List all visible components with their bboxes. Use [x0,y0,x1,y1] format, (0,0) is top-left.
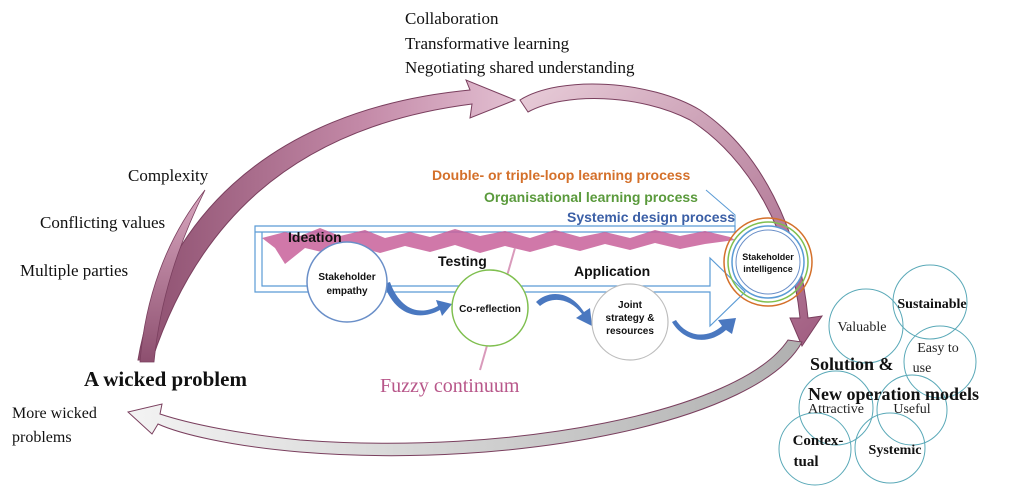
intelligence-line-1: Stakeholder [742,252,794,262]
empathy-line-1: Stakeholder [318,272,375,283]
fuzzy-continuum-label: Fuzzy continuum [380,375,520,397]
joint-line-3: resources [606,326,654,337]
left-label-multiple: Multiple parties [20,261,128,280]
quality-contextual-line-2: tual [793,454,818,470]
top-label-2: Transformative learning [405,34,570,53]
fuzzy-band [262,228,735,264]
stakeholder-intelligence-middle-ring [727,221,809,303]
more-wicked-line-1: More wicked [12,405,97,422]
intelligence-line-2: intelligence [743,264,793,274]
loop-systemic: Systemic design process [567,209,735,225]
flow-arrow-3 [672,318,736,340]
joint-strategy-circle [591,283,669,361]
solution-line-1: Solution & [810,354,894,374]
quality-contextual-line-1: Contex- [793,433,844,449]
quality-circle-useful [876,374,948,446]
arrow-left-to-top [137,79,517,361]
stakeholder-empathy-circle [306,241,388,323]
co-reflection-circle [451,269,529,347]
quality-systemic: Systemic [869,443,922,458]
joint-line-2: strategy & [606,313,655,324]
phase-testing: Testing [438,253,487,269]
quality-useful: Useful [893,402,930,417]
quality-circle-contextual [778,412,852,486]
quality-sustainable: Sustainable [897,297,966,312]
arrow-top-to-right [519,83,824,348]
more-wicked-line-2: problems [12,429,72,446]
quality-circle-valuable [828,288,904,364]
flow-arrow-1 [384,282,452,316]
phase-ideation: Ideation [288,229,342,245]
stakeholder-intelligence-outer-ring [723,217,813,307]
quality-valuable: Valuable [838,320,887,335]
wicked-problem-label: A wicked problem [84,367,247,391]
loop-organisational: Organisational learning process [484,189,698,205]
quality-easy-line-2: use [913,361,932,376]
quality-circle-easy [903,325,977,399]
organisational-loop-line [705,189,736,226]
arrow-bottom-return [126,339,803,457]
coreflection-label: Co-reflection [459,304,521,315]
stakeholder-intelligence-circle [735,229,801,295]
quality-easy-line-1: Easy to [917,341,959,356]
left-label-complexity: Complexity [128,166,209,185]
quality-attractive: Attractive [808,402,864,417]
quality-circle-sustainable [892,264,968,340]
empathy-line-2: empathy [326,286,368,297]
joint-line-1: Joint [618,300,643,311]
flow-arrow-2 [536,293,592,326]
solution-line-2: New operation models [808,384,979,404]
quality-circle-systemic [854,412,926,484]
arrow-left-body [139,189,206,363]
quality-circle-attractive [798,370,874,446]
loop-double-triple: Double- or triple-loop learning process [432,167,690,183]
left-label-conflicting: Conflicting values [40,213,165,232]
phase-application: Application [574,263,650,279]
top-label-1: Collaboration [405,9,499,28]
top-label-3: Negotiating shared understanding [405,58,635,77]
